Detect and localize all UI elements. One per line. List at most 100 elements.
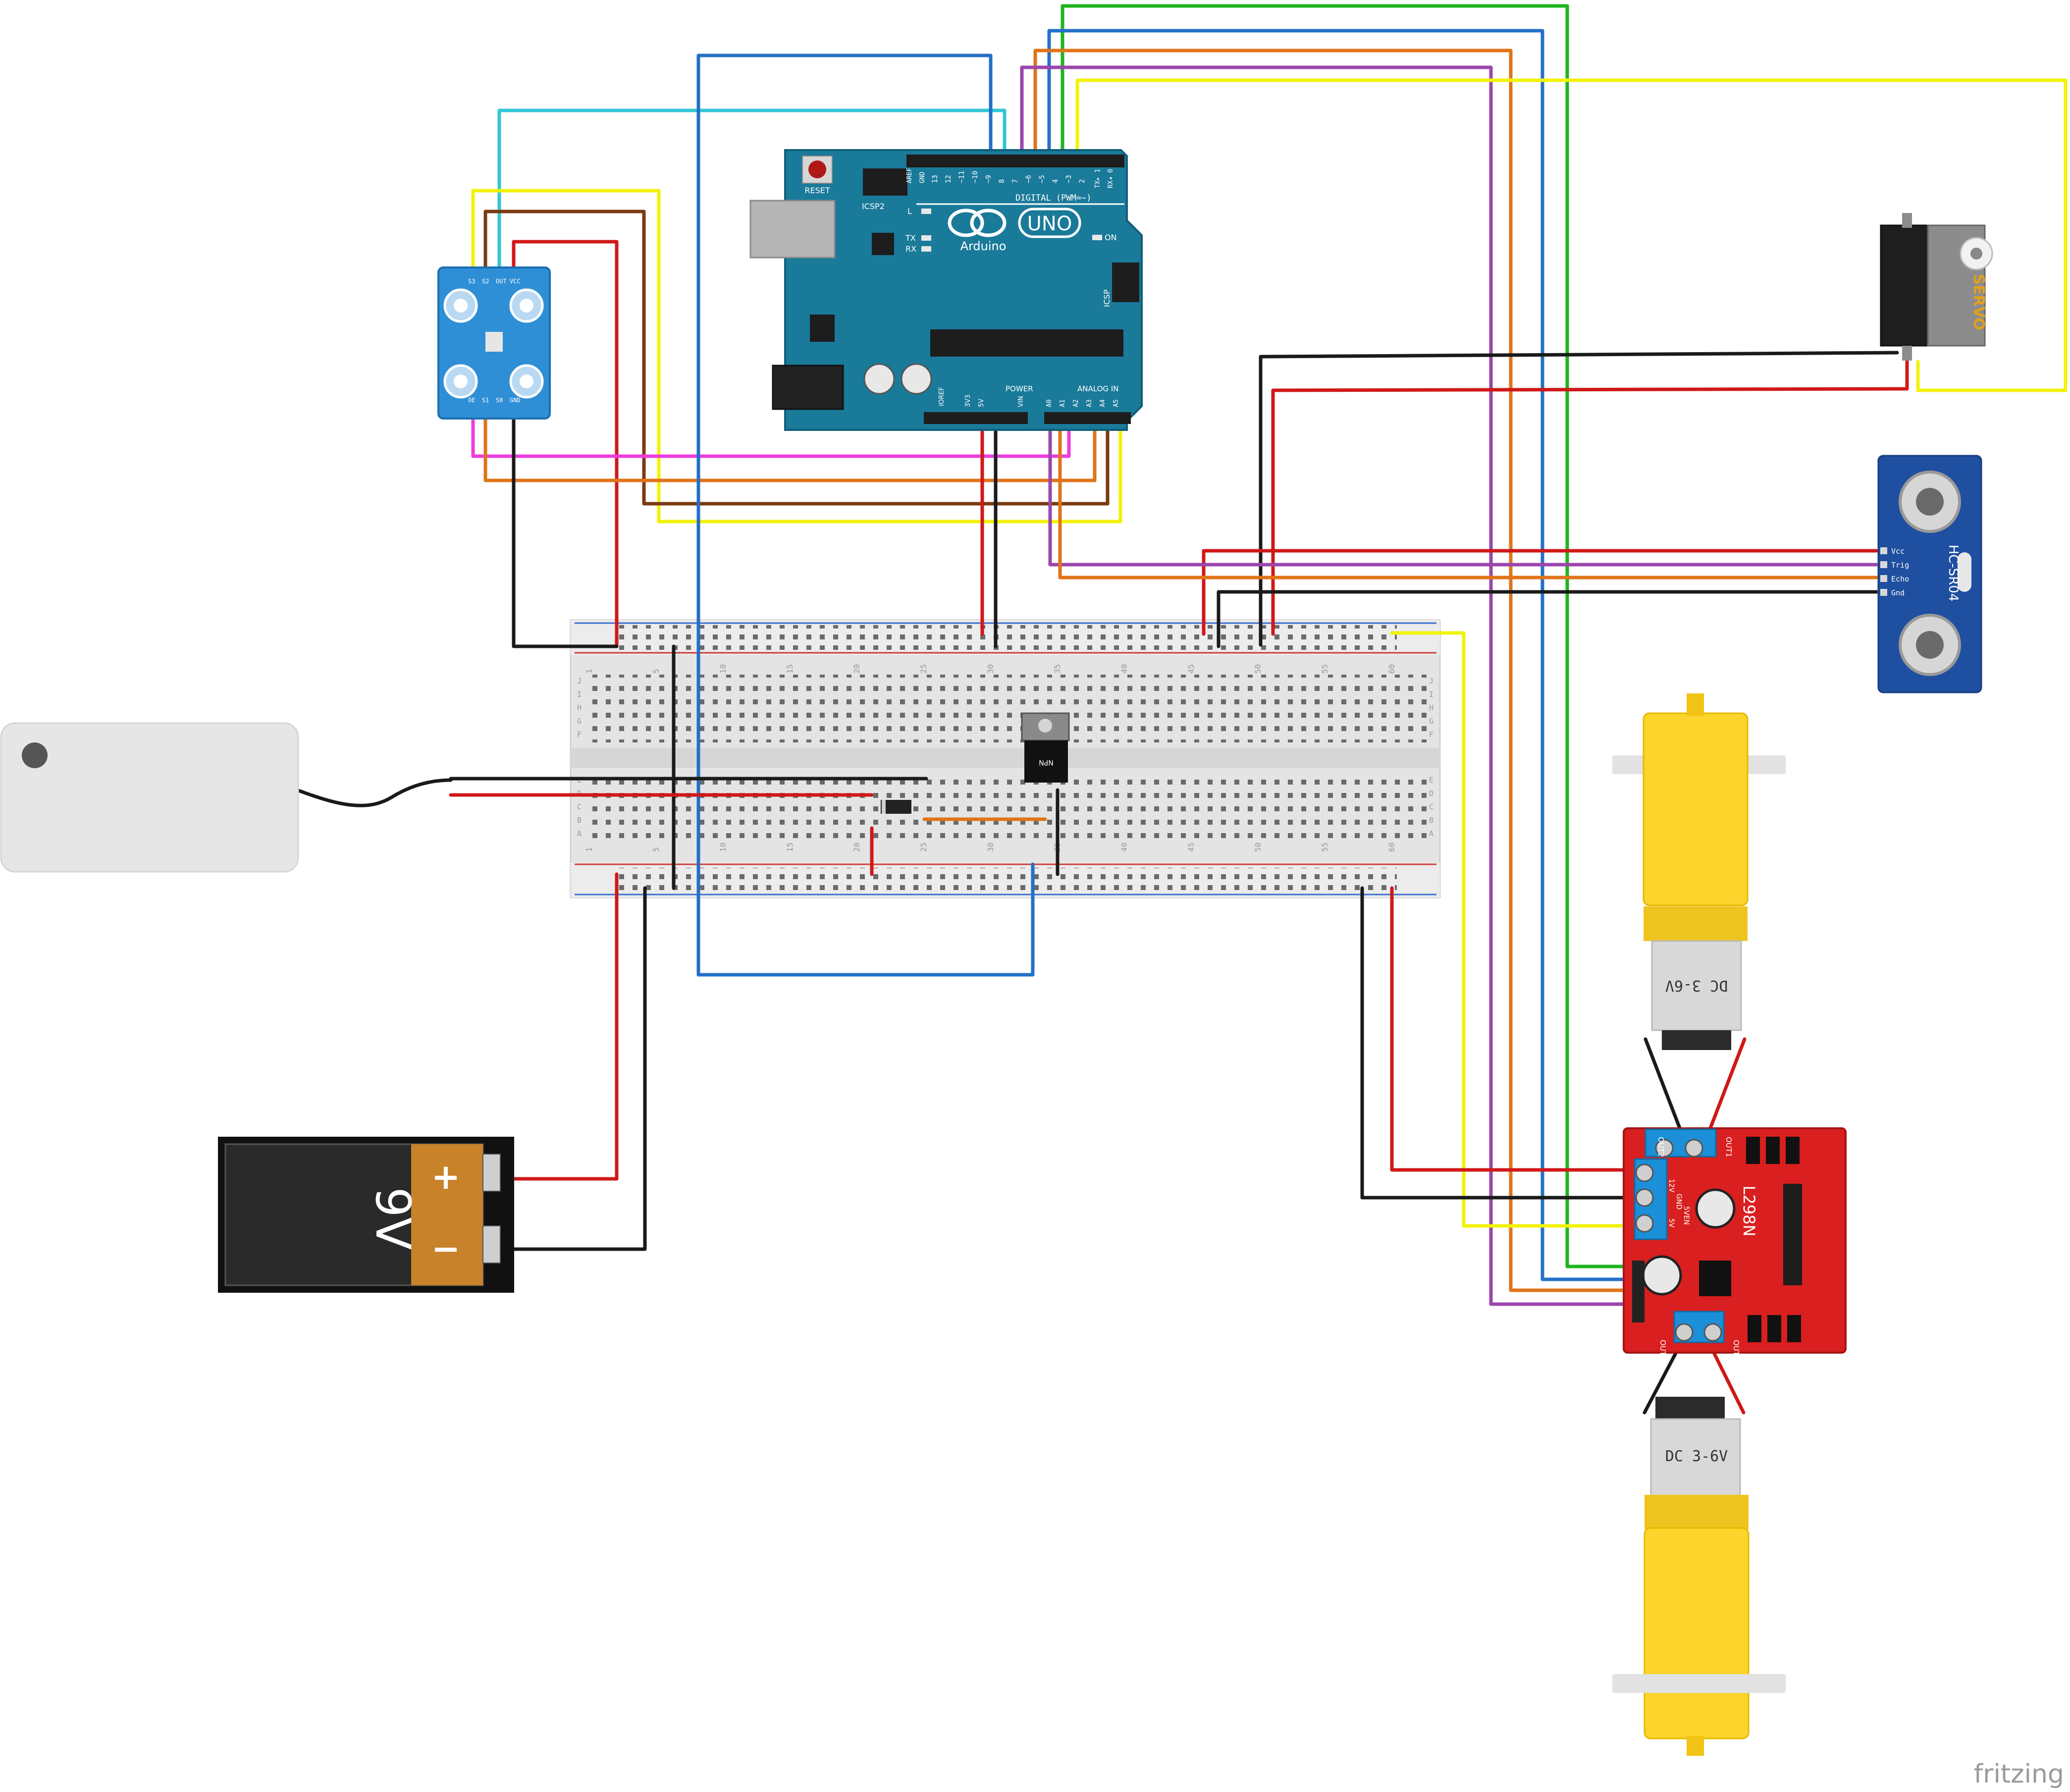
wire-blue-loop	[696, 53, 1035, 977]
breadboard-col-number: 5	[651, 669, 661, 674]
analog-pin-label: A2	[1072, 399, 1080, 407]
brand-label: Arduino	[960, 239, 1007, 253]
tag-cable	[295, 778, 453, 807]
dc-motor-top: DC 3-6V	[1612, 693, 1786, 1050]
wire-orange-echo	[1058, 416, 1878, 580]
rx-pin-label: RX◂ 0	[1107, 169, 1115, 188]
wire-black-servo	[1259, 351, 1899, 647]
battery-9v: + − 9V	[218, 1137, 514, 1293]
breadboard-col-number: 1	[584, 847, 594, 852]
wire-green	[1061, 4, 1634, 1268]
capacitor-1	[863, 363, 895, 395]
breadboard-row-letter: C	[1429, 802, 1433, 811]
ultrasonic-pin	[1880, 561, 1887, 568]
icsp2-label: ICSP2	[862, 202, 885, 211]
breadboard-row-letter: A	[1429, 829, 1433, 838]
ultrasonic-pin-label: Vcc	[1891, 547, 1905, 556]
breadboard-row-letter: F	[1429, 730, 1433, 739]
power-header	[924, 412, 1028, 424]
breadboard-col-number: 60	[1387, 664, 1396, 674]
analog-pin-label: A0	[1046, 399, 1053, 407]
gnd-label: GND	[919, 171, 926, 183]
breadboard-col-number: 5	[651, 847, 661, 852]
breadboard-col-number: 15	[785, 843, 795, 852]
tx-led-label: TX	[905, 233, 916, 243]
sensor-pin-label: OE	[468, 397, 475, 404]
digital-pin-label: ~10	[971, 171, 979, 183]
wire-black-driver-gnd	[1360, 886, 1642, 1200]
wire-brown	[483, 210, 1110, 506]
motor-bottom-label: DC 3-6V	[1665, 1448, 1728, 1465]
usb-chip	[872, 233, 894, 255]
wire-purple-in	[1020, 65, 1634, 1306]
digital-pin-label: 12	[945, 175, 953, 183]
breadboard-col-number: 35	[1053, 664, 1062, 674]
wire-magenta	[471, 404, 1071, 458]
wire-orange-sensor	[483, 404, 1097, 482]
ultrasonic-pin-label: Echo	[1891, 575, 1909, 583]
breadboard-col-number: 45	[1186, 664, 1196, 674]
model-label: UNO	[1027, 212, 1072, 235]
driver-regulator	[1699, 1261, 1731, 1296]
analog-pin-label: A5	[1113, 399, 1120, 407]
breadboard-row-letter: C	[577, 802, 582, 811]
sensor-pin-label: VCC	[510, 278, 521, 285]
analog-label: ANALOG IN	[1077, 384, 1118, 393]
sensor-pin-label: S0	[496, 397, 503, 404]
aref-label: AREF	[906, 168, 913, 183]
analog-pin-label: A1	[1059, 399, 1066, 407]
breadboard-col-number: 15	[785, 664, 795, 674]
motor-top-label: DC 3-6V	[1665, 977, 1728, 994]
ioref-label: IOREF	[938, 387, 946, 406]
wires	[295, 4, 2068, 1415]
battery-voltage: 9V	[365, 1187, 421, 1250]
dc-motor-bottom: DC 3-6V	[1612, 1397, 1786, 1756]
digital-pin-label: ~6	[1025, 175, 1033, 183]
breadboard-col-number: 1	[584, 669, 594, 674]
wire-black-battery	[498, 886, 647, 1251]
wire-orange-in	[1033, 49, 1634, 1292]
breadboard-col-number: 50	[1253, 664, 1263, 674]
digital-pin-label: 7	[1011, 179, 1019, 183]
sensor-pin-label: S1	[482, 397, 489, 404]
l298n-driver: L298N OUT2 OUT1 12V GND 5V 5VEN OUT3 OUT…	[1623, 1127, 1847, 1361]
driver-5v: 5V	[1667, 1218, 1675, 1228]
driver-heatsink	[1783, 1184, 1802, 1285]
breadboard-col-number: 25	[919, 843, 928, 852]
wire-blue-in	[1047, 29, 1634, 1281]
sensor-pin-label: S2	[482, 278, 489, 285]
wire-red-servo	[1271, 360, 1909, 636]
breadboard-row-letter: I	[1429, 690, 1433, 699]
wire-red-12v	[1390, 886, 1642, 1172]
breadboard-row-letter: D	[1429, 789, 1433, 798]
driver-out3: OUT3	[1658, 1340, 1667, 1361]
breadboard-row-letter: B	[1429, 816, 1433, 825]
driver-12v: 12V	[1667, 1179, 1675, 1193]
breadboard-row-letter: H	[1429, 703, 1433, 712]
analog-header	[1044, 412, 1131, 424]
digital-pin-label: 4	[1052, 179, 1060, 183]
battery-minus: −	[431, 1228, 461, 1269]
breadboard-col-number: 60	[1387, 843, 1396, 852]
sensor-pin-label: S3	[468, 278, 475, 285]
breadboard-col-number: 25	[919, 664, 928, 674]
wire-yellow-sensor	[471, 189, 1122, 524]
l-led-label: L	[907, 207, 912, 216]
rx-led-label: RX	[905, 244, 916, 254]
out-terminal-top	[1645, 1128, 1717, 1158]
breadboard-col-number: 40	[1119, 843, 1129, 852]
breadboard-row-letter: J	[577, 677, 582, 685]
wire-black-sensor	[512, 404, 619, 648]
driver-out4: OUT4	[1732, 1340, 1741, 1361]
main-chip	[930, 329, 1123, 357]
servo-label: SERVO	[1970, 274, 1987, 330]
breadboard-column-numbers: 1155101015152020252530303535404045455050…	[577, 664, 1433, 852]
breadboard-row-letter: I	[577, 690, 582, 699]
driver-model: L298N	[1740, 1186, 1758, 1237]
ultrasonic-model: HC-SR04	[1946, 545, 1961, 602]
wire-red-battery	[498, 872, 619, 1181]
